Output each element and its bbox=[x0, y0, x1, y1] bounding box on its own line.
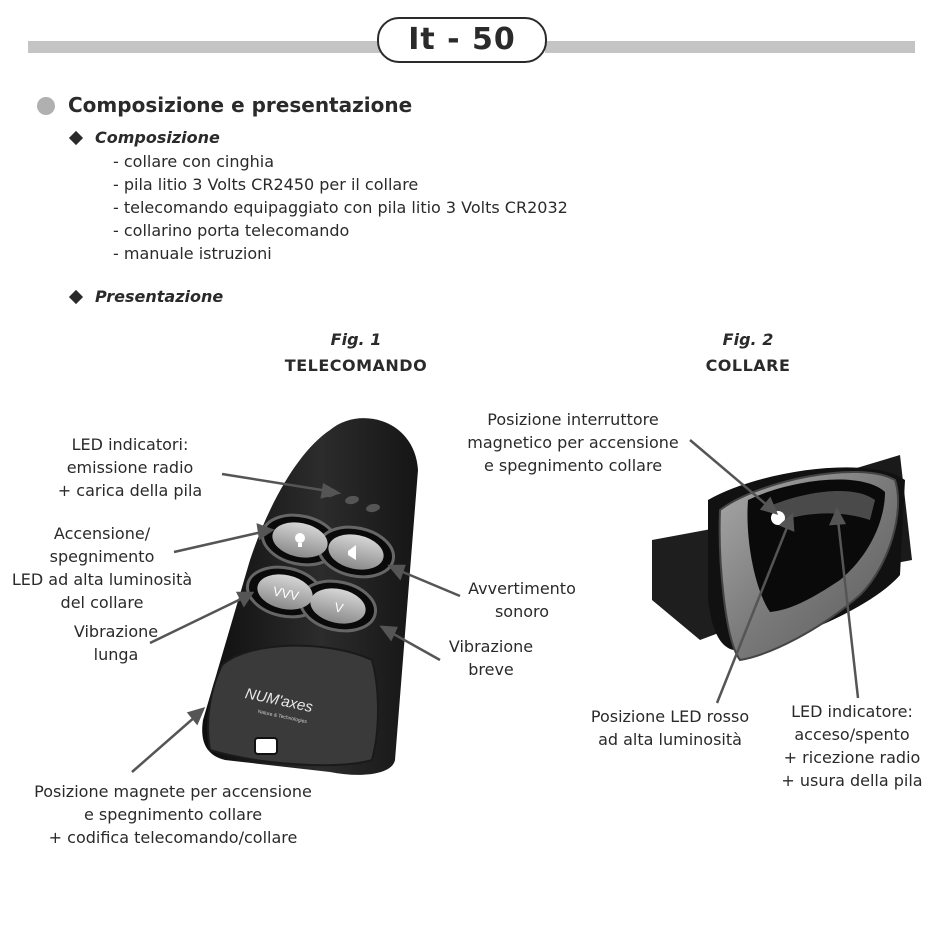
label-line: lunga bbox=[93, 645, 139, 664]
fig2-title: COLLARE bbox=[705, 356, 791, 375]
composizione-heading: Composizione bbox=[95, 128, 220, 147]
label-line: magnetico per accensione bbox=[467, 433, 679, 452]
label-line: LED indicatori: bbox=[71, 435, 189, 454]
label-line: + usura della pila bbox=[781, 771, 923, 790]
remote-control-image bbox=[202, 418, 418, 775]
presentazione-heading: Presentazione bbox=[95, 287, 224, 306]
label-line: Avvertimento bbox=[468, 579, 576, 598]
label-line: spegnimento bbox=[49, 547, 155, 566]
label-line: ad alta luminosità bbox=[598, 730, 742, 749]
label-line: LED ad alta luminosità bbox=[11, 570, 193, 589]
label-line: Accensione/ bbox=[53, 524, 151, 543]
callout-arrows bbox=[131, 439, 860, 773]
label-led-indicator-collar: LED indicatore: acceso/spento + ricezion… bbox=[772, 700, 932, 792]
label-magnet: Posizione magnete per accensione e spegn… bbox=[14, 780, 332, 849]
label-line: + carica della pila bbox=[57, 481, 203, 500]
label-line: Posizione magnete per accensione bbox=[34, 782, 312, 801]
label-led-indicators: LED indicatori: emissione radio + carica… bbox=[40, 433, 220, 502]
page-number-badge: It - 50 bbox=[377, 17, 547, 63]
label-line: e spegnimento collare bbox=[83, 805, 263, 824]
label-power: Accensione/ spegnimento LED ad alta lumi… bbox=[2, 522, 202, 614]
fig1-number: Fig. 1 bbox=[330, 330, 382, 349]
header-rule-right bbox=[545, 41, 915, 53]
fig2-number: Fig. 2 bbox=[722, 330, 774, 349]
label-line: + ricezione radio bbox=[783, 748, 921, 767]
section-title: Composizione e presentazione bbox=[68, 93, 413, 117]
label-line: e spegnimento collare bbox=[483, 456, 663, 475]
label-line: breve bbox=[468, 660, 514, 679]
label-line: LED indicatore: bbox=[791, 702, 913, 721]
label-red-led: Posizione LED rosso ad alta luminosità bbox=[580, 705, 760, 751]
list-item: - manuale istruzioni bbox=[113, 244, 272, 263]
label-line: acceso/spento bbox=[794, 725, 910, 744]
list-item: - pila litio 3 Volts CR2450 per il colla… bbox=[113, 175, 419, 194]
list-item: - collare con cinghia bbox=[113, 152, 275, 171]
label-line: sonoro bbox=[494, 602, 550, 621]
label-magnetic-switch: Posizione interruttore magnetico per acc… bbox=[455, 408, 691, 477]
list-item: - collarino porta telecomando bbox=[113, 221, 350, 240]
label-line: del collare bbox=[60, 593, 144, 612]
fig1-title: TELECOMANDO bbox=[284, 356, 428, 375]
label-vibration-short: Vibrazione breve bbox=[432, 635, 550, 681]
section-bullet-icon bbox=[37, 97, 55, 115]
label-sound-warning: Avvertimento sonoro bbox=[456, 577, 588, 623]
label-line: Vibrazione bbox=[448, 637, 534, 656]
list-item: - telecomando equipaggiato con pila liti… bbox=[113, 198, 568, 217]
label-line: Posizione interruttore bbox=[487, 410, 659, 429]
header-rule-left bbox=[28, 41, 380, 53]
label-line: Vibrazione bbox=[73, 622, 159, 641]
label-line: + codifica telecomando/collare bbox=[48, 828, 298, 847]
label-line: Posizione LED rosso bbox=[590, 707, 750, 726]
collar-image bbox=[652, 455, 912, 662]
label-line: emissione radio bbox=[66, 458, 194, 477]
button-v-label: V bbox=[333, 599, 345, 616]
button-vvv-label: VVV bbox=[272, 584, 301, 604]
composizione-list: - collare con cinghia - pila litio 3 Vol… bbox=[113, 150, 568, 265]
label-vibration-long: Vibrazione lunga bbox=[58, 620, 174, 666]
